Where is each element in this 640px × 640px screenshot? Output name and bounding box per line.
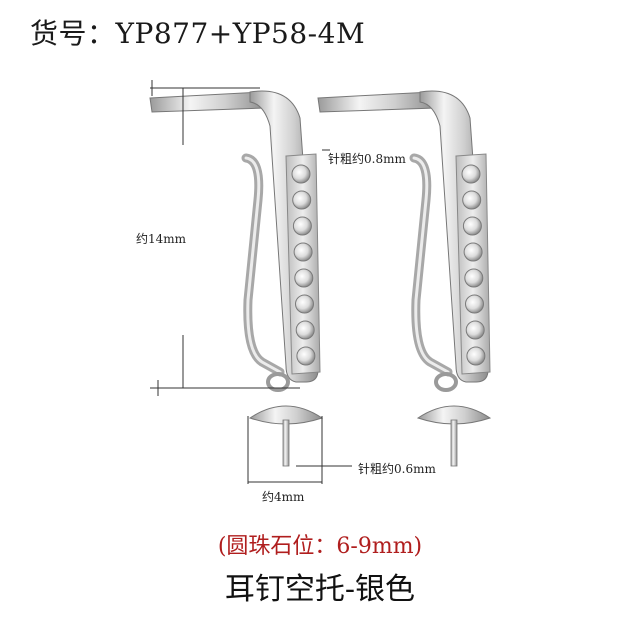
post-thickness-label: 针粗约0.8mm [328,152,406,166]
gem-stone [291,164,311,184]
right-earring [317,90,492,467]
gem-stone [463,242,483,262]
gem-stone [465,294,484,314]
gem-stones [291,164,486,366]
gem-stone [293,242,313,262]
gem-stone [461,164,481,184]
gem-stone [292,190,312,210]
gem-stone [466,346,486,366]
width-label: 约4mm [262,490,305,504]
gem-stone [465,320,485,340]
dimension-lines [150,80,352,484]
stone-size-caption: (圆珠石位：6-9mm) [217,534,423,559]
product-name: 耳钉空托-银色 [224,572,416,607]
length-label: 约14mm [136,232,187,246]
gem-stone [295,320,315,340]
gem-stone [294,268,314,288]
gem-stone [296,346,316,366]
gem-stone [292,216,312,236]
gem-stone [462,190,482,210]
item-number: 货号：YP877+YP58-4M [30,17,366,50]
gem-stone [462,216,482,236]
pin-thickness-label: 针粗约0.6mm [358,462,436,476]
gem-stone [464,268,484,288]
gem-stone [295,294,314,314]
